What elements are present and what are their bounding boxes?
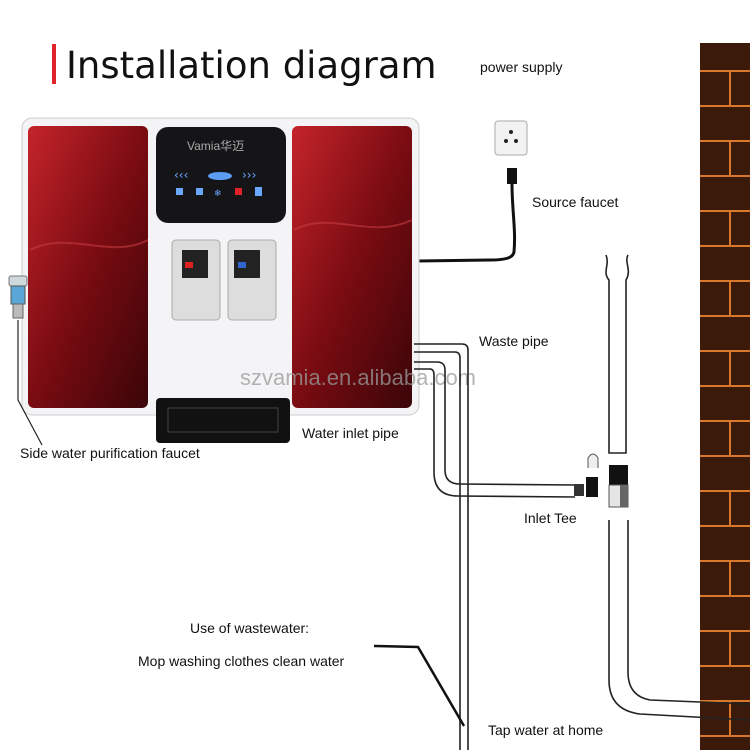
brick-wall	[700, 43, 750, 750]
water-purifier-machine: Vamia华迈 ‹‹‹ ››› ❄	[21, 117, 420, 443]
mop-washing-label: Mop washing clothes clean water	[138, 653, 345, 669]
water-inlet-pipe	[414, 361, 576, 498]
title-accent-bar	[52, 44, 56, 84]
tap-water-pipe	[605, 254, 750, 721]
power-outlet-icon	[494, 120, 528, 156]
power-supply-label: power supply	[480, 59, 563, 75]
tap-water-label: Tap water at home	[488, 722, 603, 738]
inlet-tee-label: Inlet Tee	[524, 510, 577, 526]
watermark: szvamia.en.alibaba.com	[240, 365, 476, 390]
waste-pipe-label: Waste pipe	[479, 333, 549, 349]
page-title: Installation diagram	[66, 44, 437, 87]
inlet-tee-icon	[574, 453, 629, 508]
svg-text:›››: ›››	[242, 168, 256, 182]
brand-logo: Vamia华迈	[187, 139, 244, 153]
right-red-panel	[292, 126, 412, 408]
source-faucet-label: Source faucet	[532, 194, 618, 210]
water-inlet-pipe-label: Water inlet pipe	[302, 425, 399, 441]
svg-text:‹‹‹: ‹‹‹	[174, 168, 188, 182]
drip-tray	[156, 398, 290, 443]
left-red-panel	[28, 126, 148, 408]
use-of-wastewater-label: Use of wastewater:	[190, 620, 309, 636]
svg-text:❄: ❄	[214, 189, 222, 199]
touch-buttons: ‹‹‹ ››› ❄	[174, 168, 262, 199]
waste-pipe	[414, 343, 469, 750]
side-faucet-label: Side water purification faucet	[20, 445, 200, 461]
side-faucet-icon	[8, 275, 28, 319]
power-plug-icon	[417, 168, 517, 263]
